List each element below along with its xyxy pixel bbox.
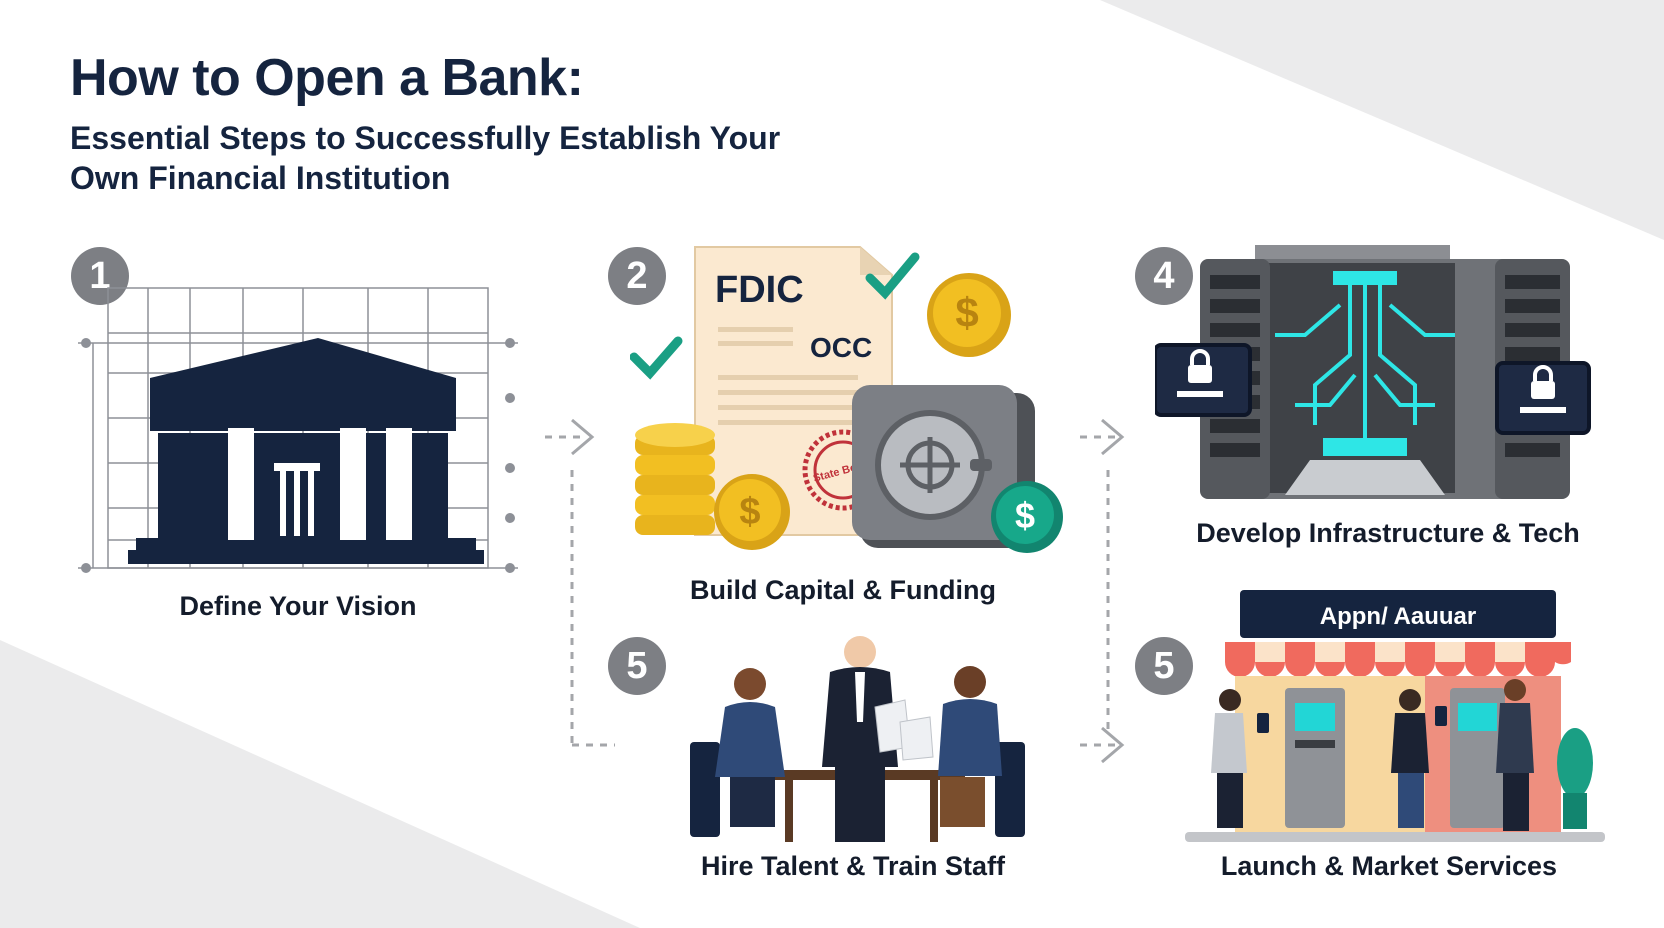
step-badge-4: 4 xyxy=(1135,247,1193,305)
vault-icon xyxy=(852,385,1035,548)
doc-fdic-text: FDIC xyxy=(715,269,804,311)
step-label-5: Launch & Market Services xyxy=(1220,851,1558,881)
arrow-icon xyxy=(1101,418,1125,456)
step-label-3: Develop Infrastructure & Tech xyxy=(1196,518,1580,548)
svg-text:$: $ xyxy=(739,491,760,533)
coin-icon: $ xyxy=(991,481,1063,553)
plant-icon xyxy=(1557,728,1593,829)
storefront-atm-icon: Appn/ Aauuar xyxy=(1185,590,1605,842)
step-badge-1: 1 xyxy=(71,247,129,305)
doc-occ-text: OCC xyxy=(810,332,872,363)
header: How to Open a Bank: Essential Steps to S… xyxy=(70,48,830,198)
step-badge-5b: 5 xyxy=(1135,637,1193,695)
bank-blueprint-icon xyxy=(78,287,518,573)
storefront-sign: Appn/ Aauuar xyxy=(1320,603,1476,630)
lock-icon xyxy=(1155,343,1252,417)
page-subtitle: Essential Steps to Successfully Establis… xyxy=(70,120,781,196)
meeting-icon xyxy=(690,636,1025,842)
circuit-glow xyxy=(1275,271,1455,456)
svg-text:$: $ xyxy=(1015,495,1035,536)
coin-stack-icon xyxy=(635,423,715,535)
coin-icon: $ xyxy=(927,273,1011,357)
checkmark-icon xyxy=(865,252,920,300)
step-label-1: Define Your Vision xyxy=(179,591,417,621)
checkmark-icon xyxy=(630,336,683,380)
step-label-2: Build Capital & Funding xyxy=(690,575,996,605)
page-title: How to Open a Bank: xyxy=(70,49,584,107)
step-label-4: Hire Talent & Train Staff xyxy=(700,851,1006,881)
step-badge-5a: 5 xyxy=(608,637,666,695)
capital-funding-icon: FDIC OCC $ $ State Board xyxy=(630,246,1063,553)
svg-text:$: $ xyxy=(955,289,978,336)
arrow-icon xyxy=(571,418,595,456)
coin-icon: $ xyxy=(714,474,790,550)
server-rack-icon xyxy=(1155,245,1591,499)
step-badge-2: 2 xyxy=(608,247,666,305)
arrow-icon xyxy=(1101,726,1125,764)
lock-icon xyxy=(1495,361,1591,435)
